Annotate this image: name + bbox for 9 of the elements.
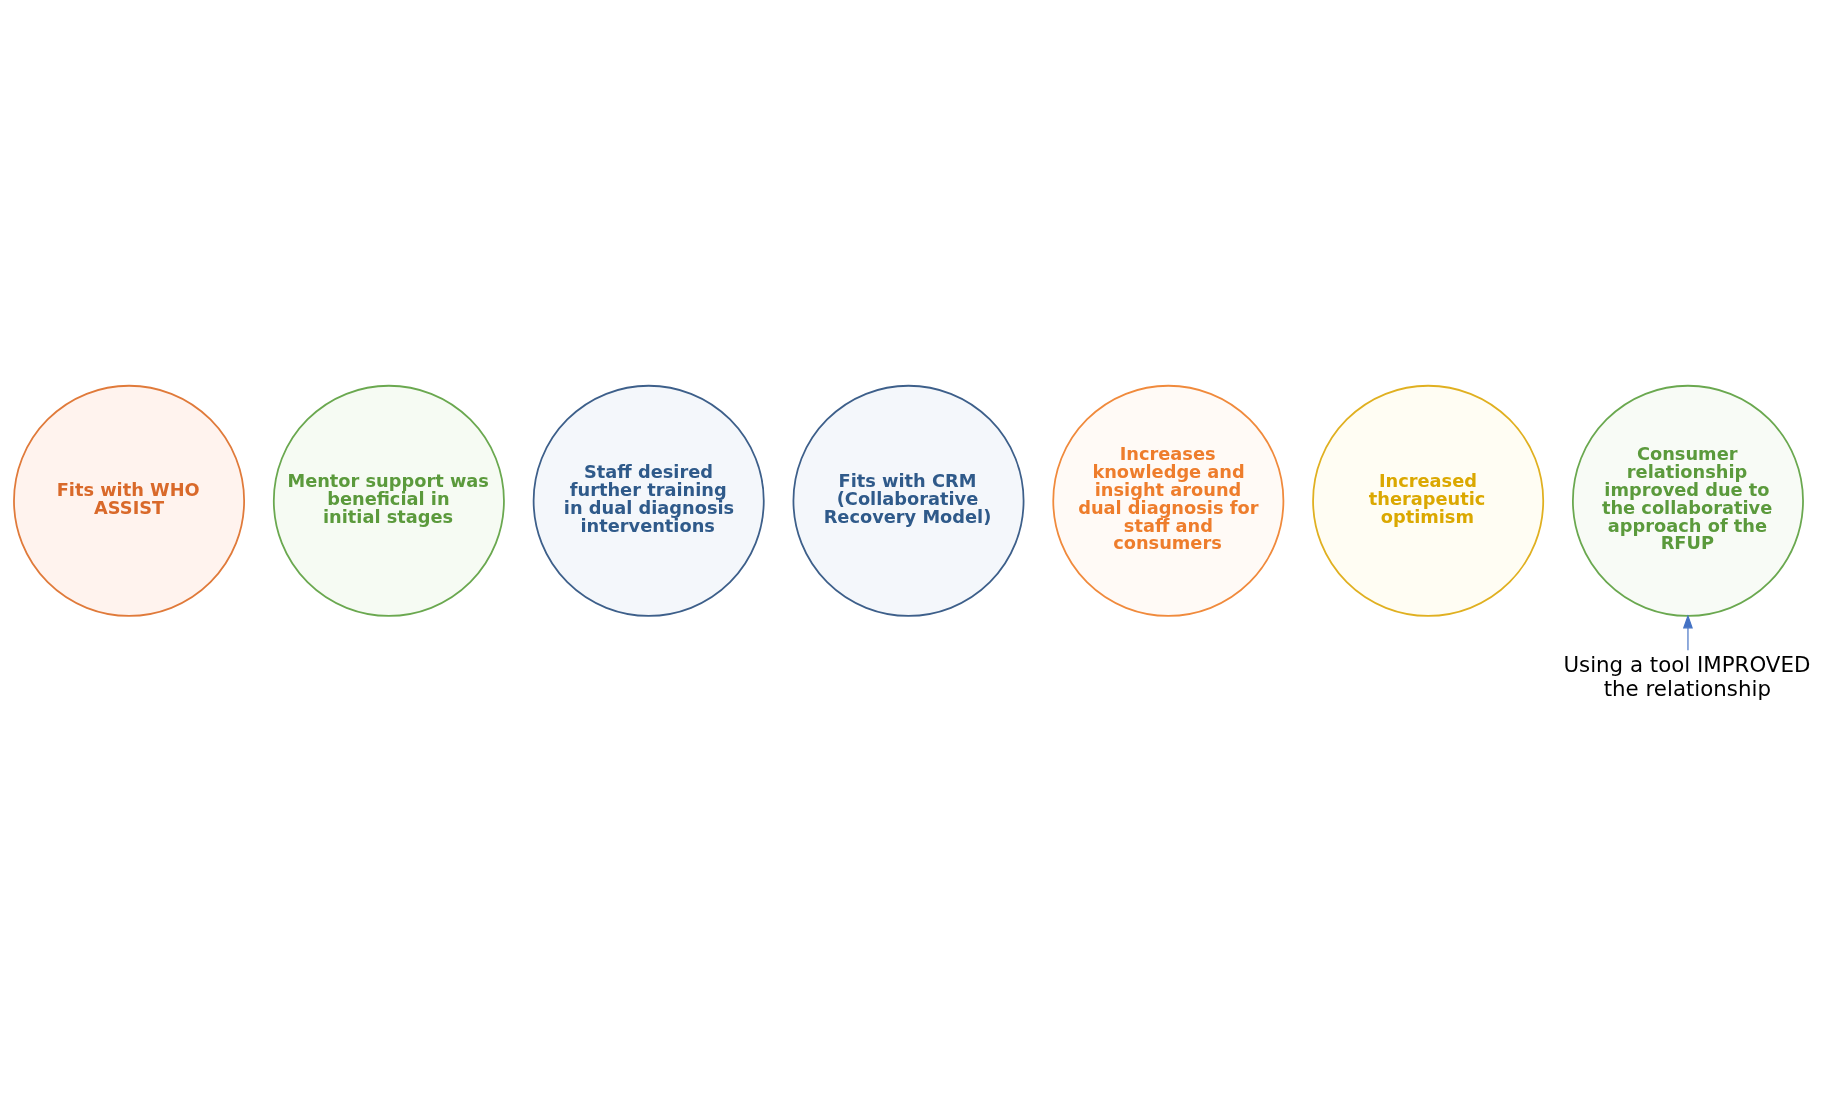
- node-circle: Staff desired further training in dual diagnosis interventions: [532, 384, 765, 617]
- node-circle: Mentor support was beneficial in initial stages: [272, 384, 505, 617]
- arrow: [1682, 614, 1693, 651]
- node-circle: Fits with CRM (Collaborative Recovery Model): [792, 384, 1024, 617]
- node-text: Using a tool IMPROVED the relationship: [1562, 652, 1810, 701]
- node-circle: Increases knowledge and insight around dual diagnosis for staff and consumers: [1051, 384, 1284, 617]
- node-circle: Consumer relationship improved due to the collaborative approach of the RFUP: [1571, 384, 1804, 617]
- node-circle: Increased therapeutic optimism: [1311, 384, 1544, 617]
- node-circle: Fits with WHO ASSIST: [12, 384, 245, 617]
